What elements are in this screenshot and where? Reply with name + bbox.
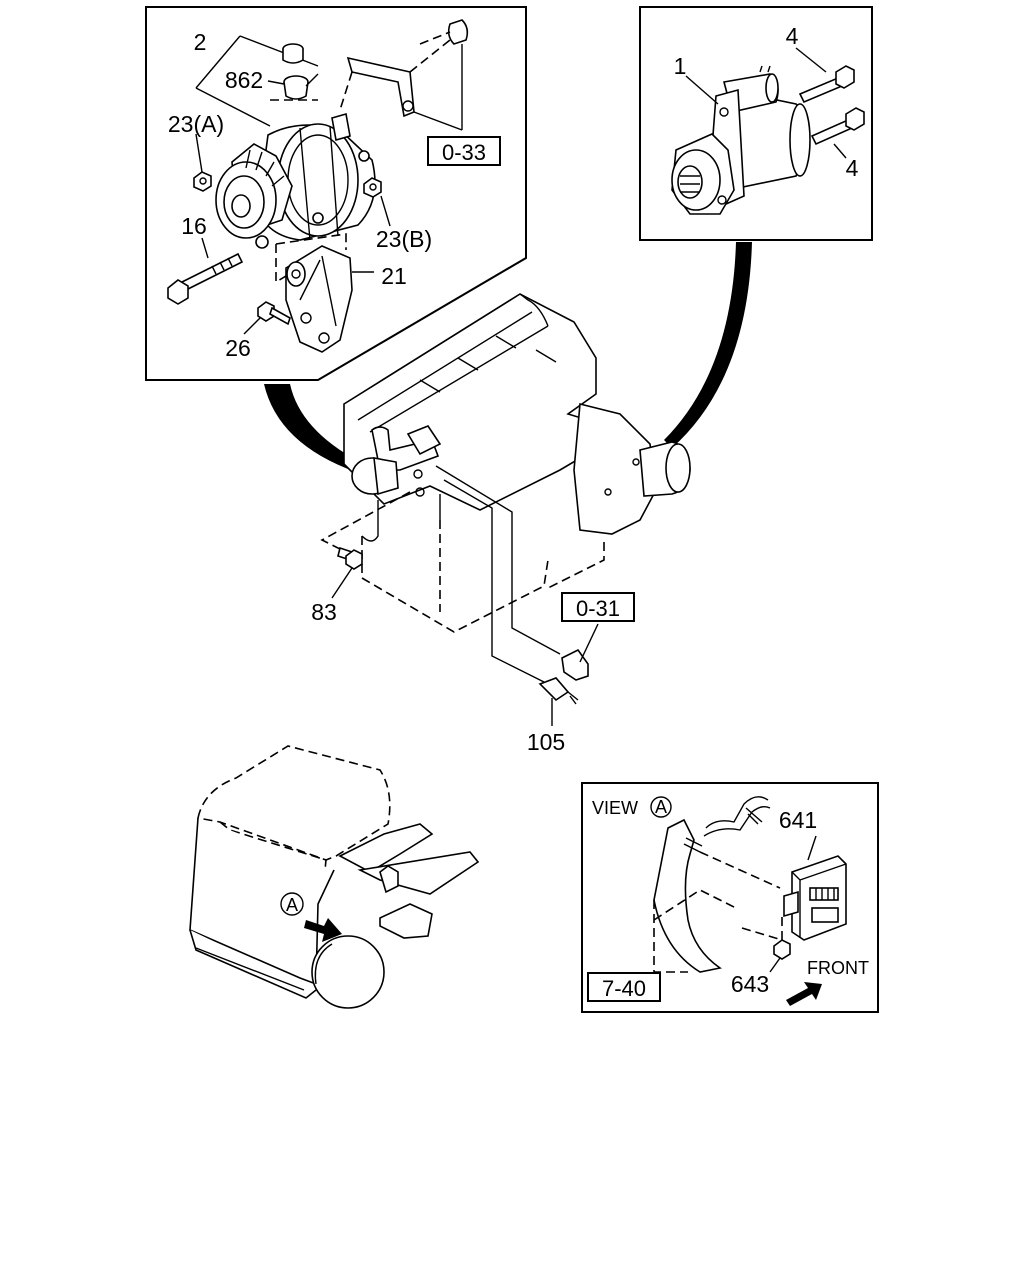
nut-b-callout: 23(B) [376, 226, 432, 252]
cab-marker: A [280, 892, 304, 916]
oil-switch-part [538, 677, 579, 726]
nut-a-part [193, 133, 212, 192]
view-a-title: VIEW A [592, 796, 672, 818]
alternator-pointer [264, 384, 360, 472]
svg-text:A: A [286, 895, 298, 915]
starter-bolt-top-callout: 4 [786, 23, 799, 49]
alternator-panel-border [145, 6, 527, 381]
through-bolt-part [167, 237, 244, 305]
oil-ref-line [435, 465, 561, 655]
bracket-callout: 21 [381, 263, 407, 289]
truck-cab [189, 745, 480, 1009]
nut-a-callout: 23(A) [168, 111, 224, 137]
oil-switch-line [443, 479, 545, 683]
mount-bracket-part [285, 245, 374, 353]
bracket-bolt-part [243, 301, 291, 335]
adjust-bracket-part [339, 19, 469, 131]
starter-bolt-top-part [795, 47, 855, 104]
view-a-prefix: VIEW [592, 798, 638, 818]
block-bolt-dashed [320, 491, 411, 555]
cab-view-arrow [304, 918, 342, 942]
body-ref: 7-40 [602, 976, 646, 1001]
engine-block [343, 293, 691, 633]
controller-nut-part [741, 914, 791, 973]
view-a-marker: A [655, 797, 667, 817]
alt-bracket-ref-box [427, 136, 501, 166]
oil-ref: 0-31 [576, 596, 620, 621]
oil-plug-part [561, 623, 599, 681]
starter-callout: 1 [674, 53, 687, 79]
starter-panel-border [639, 6, 873, 241]
body-ref-box [587, 972, 661, 1002]
block-bolt-callout: 83 [311, 599, 337, 625]
cap-callout: 862 [225, 67, 263, 93]
controller-nut-callout: 643 [731, 971, 769, 997]
block-bolt-part [331, 546, 363, 599]
alternator-panel: 0-33 2 862 23(A) 16 23(B) 21 26 [145, 6, 527, 381]
cap-part [270, 43, 319, 101]
starter-bolt-bottom-part [810, 107, 865, 159]
starter-panel: 1 4 4 [639, 6, 873, 241]
alternator-part [215, 112, 376, 249]
front-arrow [786, 982, 822, 1006]
alt-bracket-ref: 0-33 [442, 140, 486, 165]
starter-part [671, 65, 811, 215]
oil-ref-box [561, 592, 635, 622]
front-label: FRONT [807, 958, 869, 978]
controller-part [783, 835, 847, 941]
alternator-callout: 2 [194, 29, 207, 55]
cap-leader [267, 80, 285, 85]
view-a-panel: VIEW A FRONT [581, 782, 879, 1013]
starter-pointer [664, 242, 752, 448]
through-bolt-callout: 16 [181, 213, 207, 239]
oil-switch-callout: 105 [527, 729, 565, 755]
nut-b-part [363, 177, 391, 227]
view-a-panel-border [581, 782, 879, 1013]
alt-mount-dashed [275, 233, 347, 284]
alternator-group-bracket [195, 35, 319, 127]
starter-leader [685, 75, 719, 105]
starter-bolt-bottom-callout: 4 [846, 155, 859, 181]
bracket-bolt-callout: 26 [225, 335, 251, 361]
controller-callout: 641 [779, 807, 817, 833]
